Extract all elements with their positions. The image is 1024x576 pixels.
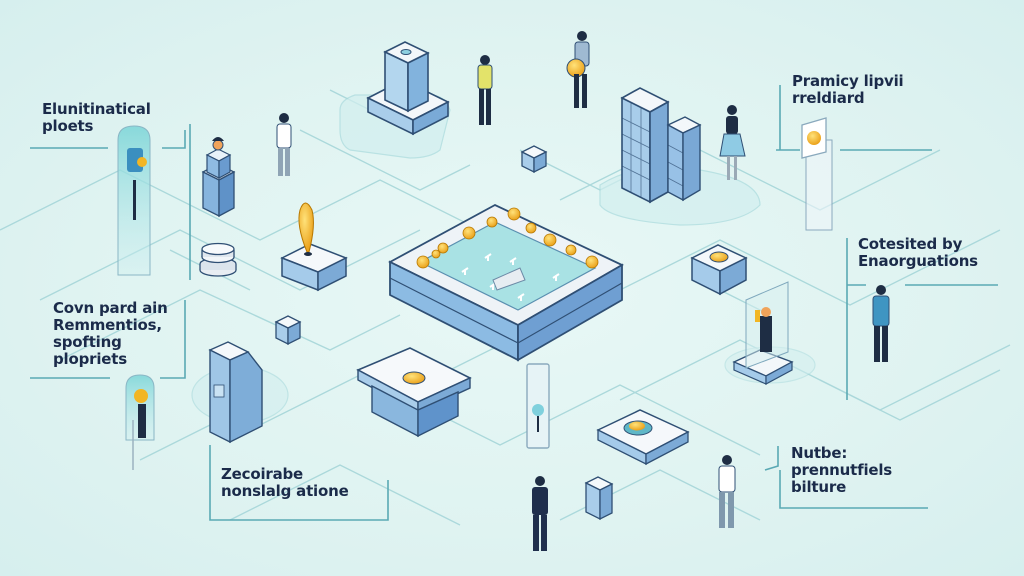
central-platform xyxy=(388,203,624,362)
person-blue-sweater xyxy=(872,285,890,362)
office-tower xyxy=(620,87,702,204)
person-skirt xyxy=(719,105,746,180)
callout-label-middle-right: Cotesited by Enaorguations xyxy=(858,236,978,270)
label-line: Remmentios, xyxy=(53,316,162,334)
coin-stack xyxy=(199,242,237,277)
callout-brackets xyxy=(30,85,998,521)
label-line: nonslalg ationе xyxy=(221,482,349,500)
label-line: Pramicy lipvii xyxy=(792,72,904,90)
label-line: ploets xyxy=(42,117,94,135)
small-cabinet xyxy=(584,476,614,521)
label-line: plopriets xyxy=(53,350,127,368)
coin-tray xyxy=(596,409,690,466)
label-line: Nutbe: xyxy=(791,444,848,462)
label-line: prennutfiels xyxy=(791,461,893,479)
label-line: Elunitinatical xyxy=(42,100,151,118)
signboard-kiosk xyxy=(801,117,833,231)
callout-label-top-right: Pramicy lipvii rreldiard xyxy=(792,72,904,107)
callout-label-bottom-center: Zecoirabe nonslalg ationе xyxy=(221,466,349,500)
label-line: rreldiard xyxy=(792,89,865,107)
callout-label-top-left: Elunitinatical ploets xyxy=(42,101,151,135)
label-line: Enaorguations xyxy=(858,252,978,270)
gold-map-pin xyxy=(280,202,348,292)
callout-label-bottom-right: Nutbe: prennutfiels bilture xyxy=(791,445,892,496)
label-line: Covn pard ain xyxy=(53,299,168,317)
coin-block xyxy=(690,244,748,296)
glass-booth xyxy=(732,281,794,386)
label-line: Zecoirabe xyxy=(221,465,304,483)
label-line: Cotesited by xyxy=(858,235,963,253)
atm-kiosk xyxy=(208,341,263,444)
capsule-left-bottom xyxy=(125,374,155,470)
person-white-shirt xyxy=(276,113,292,176)
pedestal-tower xyxy=(366,41,450,136)
person-suit xyxy=(532,476,548,551)
small-cubes xyxy=(274,145,548,346)
server-tower xyxy=(201,137,236,218)
callout-label-middle-left: Covn pard ain Remmentios, spofting plopr… xyxy=(53,300,168,368)
label-line: bilture xyxy=(791,478,847,496)
coin-vault xyxy=(356,347,472,438)
person-yellow-shirt xyxy=(477,55,493,125)
people xyxy=(276,31,890,551)
person-holding-coin xyxy=(566,31,590,108)
person-white-top xyxy=(718,455,736,528)
capsule-left-top xyxy=(117,125,151,276)
label-line: spofting xyxy=(53,333,122,351)
mirror-panel xyxy=(526,363,550,449)
